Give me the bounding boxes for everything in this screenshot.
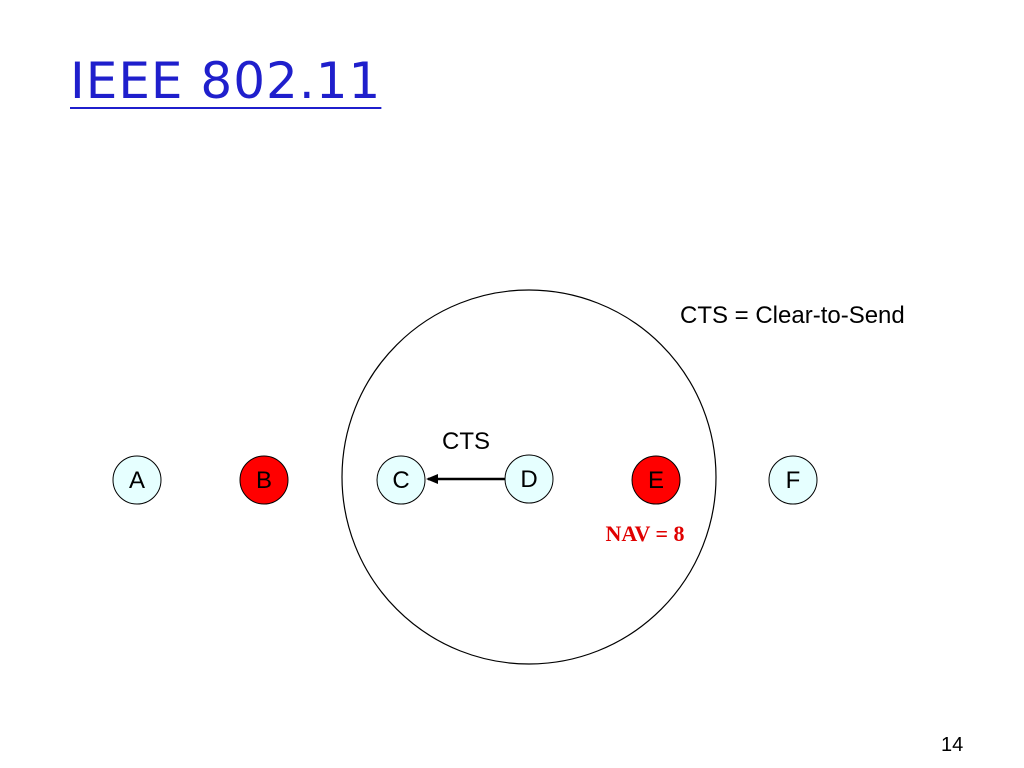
transmission-range-circle [341, 289, 717, 665]
page-number: 14 [941, 734, 964, 756]
node-c: C [376, 455, 426, 505]
node-f-circle [768, 455, 818, 505]
node-b-label: B [256, 467, 272, 494]
slide-title: IEEE 802.11 [70, 52, 382, 110]
node-b: B [239, 455, 289, 505]
node-e: E [631, 455, 681, 505]
nav-label: NAV = 8 [606, 521, 685, 546]
node-c-label: C [392, 467, 409, 494]
node-e-label: E [648, 467, 664, 494]
node-d: D [504, 454, 554, 504]
node-a: A [112, 455, 162, 505]
node-f: F [768, 455, 818, 505]
node-b-circle [239, 455, 289, 505]
node-a-circle [112, 455, 162, 505]
node-d-circle [504, 454, 554, 504]
node-f-label: F [786, 467, 801, 494]
node-d-label: D [520, 466, 537, 493]
cts-definition: CTS = Clear-to-Send [680, 302, 905, 329]
node-a-label: A [129, 467, 145, 494]
node-e-circle [631, 455, 681, 505]
node-c-circle [376, 455, 426, 505]
cts-message-label: CTS [442, 428, 490, 455]
